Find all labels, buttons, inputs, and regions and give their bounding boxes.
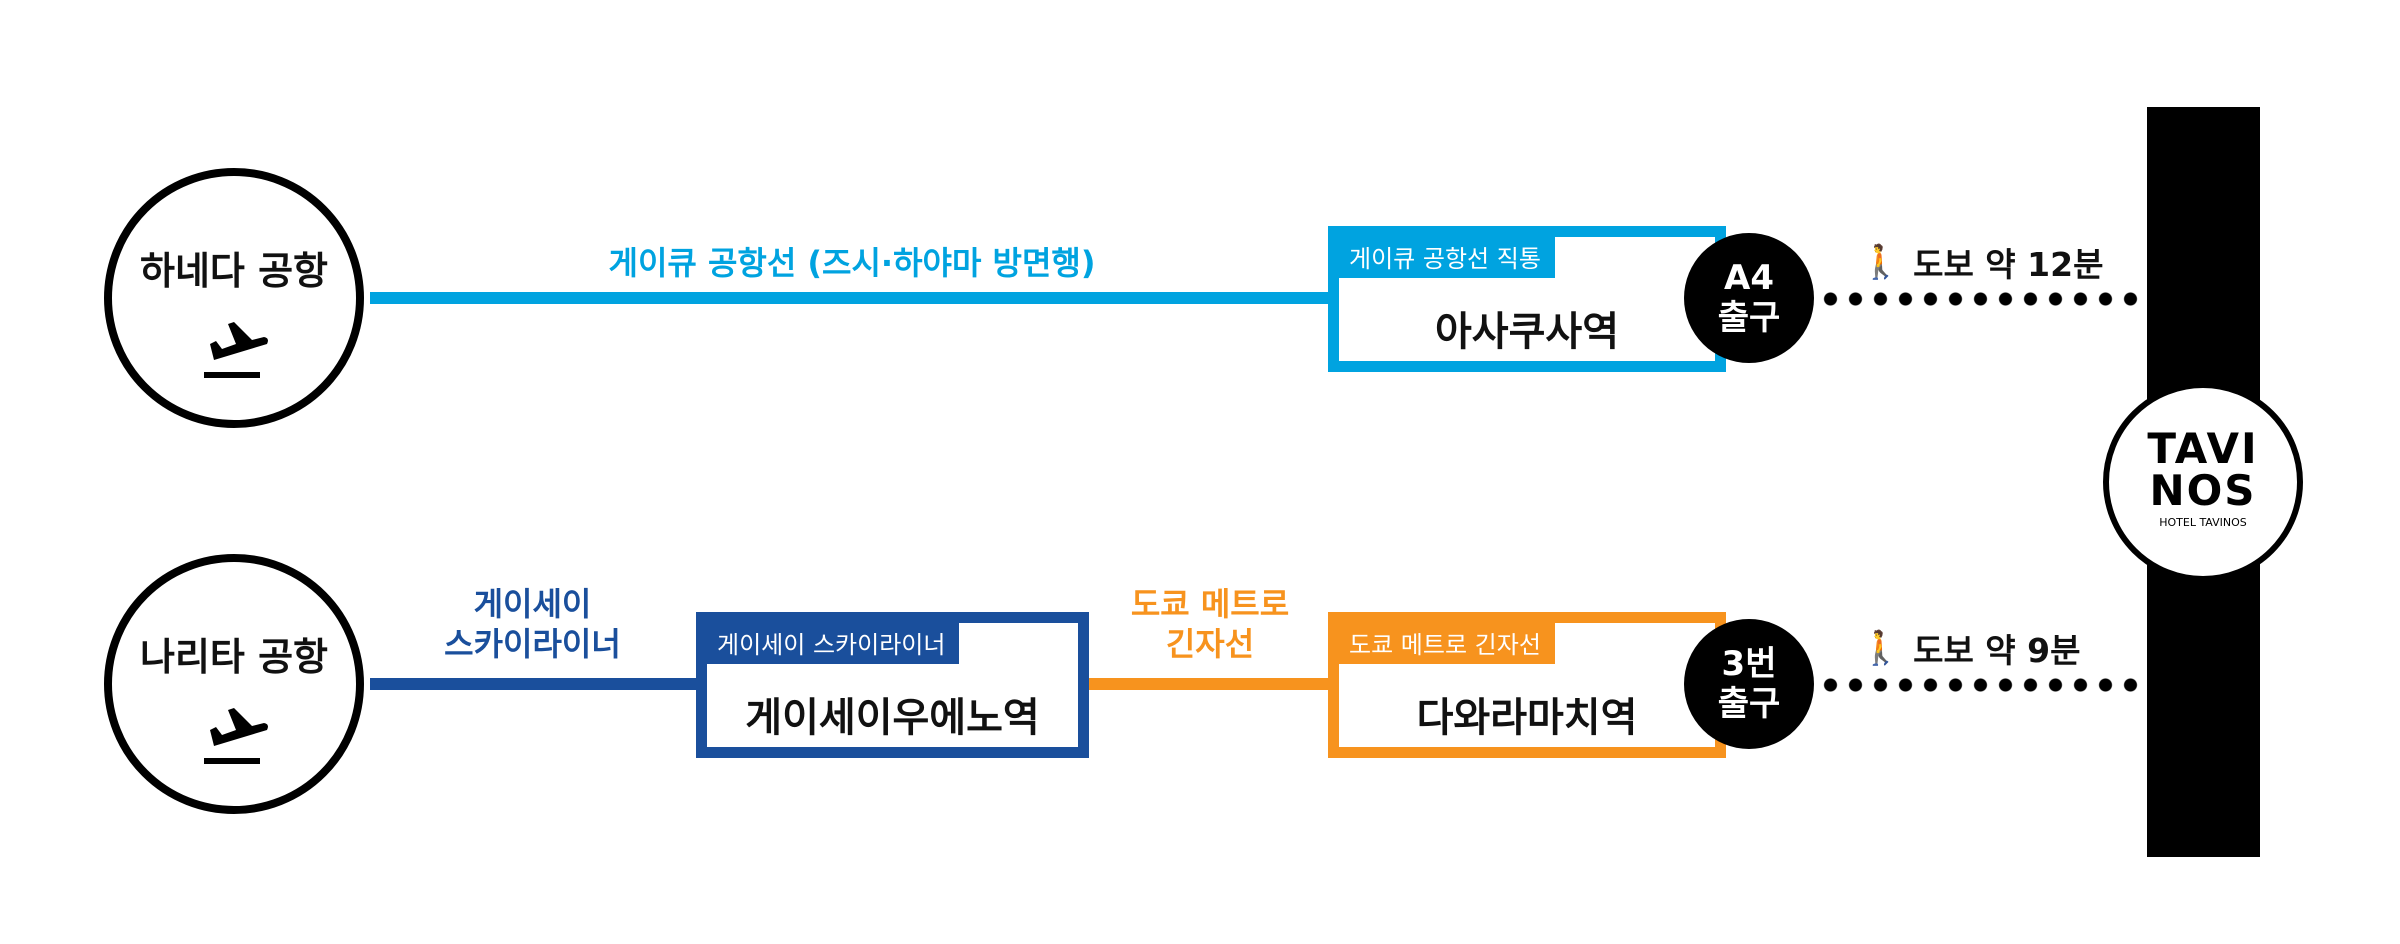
label-line-2: 긴자선 xyxy=(1165,625,1255,663)
exit-number: A4 xyxy=(1724,258,1774,298)
exit-label: 출구 xyxy=(1717,298,1781,338)
station-name: 게이세이우에노역 xyxy=(745,695,1040,741)
haneda-airport[interactable]: 하네다 공항 xyxy=(104,168,364,428)
tawaramachi-station-box[interactable]: 도쿄 메트로 긴자선 다와라마치역 xyxy=(1328,612,1726,758)
hotel-logo: TAVI NOS HOTEL TAVINOS xyxy=(2103,382,2303,582)
airport-name: 하네다 공항 xyxy=(139,249,329,293)
walking-path-dots xyxy=(1818,678,2148,692)
logo-text-2: NOS xyxy=(2149,466,2257,515)
walk-text: 도보 약 9분 xyxy=(1913,631,2081,670)
ginza-line xyxy=(1089,678,1334,690)
narita-airport[interactable]: 나리타 공항 xyxy=(104,554,364,814)
walking-person-icon: 🚶 xyxy=(1860,242,1902,281)
walk-time: 🚶 도보 약 9분 xyxy=(1860,624,2080,672)
airplane-departure-icon xyxy=(204,322,268,378)
walking-path-dots xyxy=(1818,292,2148,306)
station-name: 아사쿠사역 xyxy=(1435,309,1619,355)
walk-time: 🚶 도보 약 12분 xyxy=(1860,238,2103,286)
exit-badge-a4: A4 출구 xyxy=(1684,233,1814,363)
keikyu-line-label: 게이큐 공항선 (즈시·하야마 방면행) xyxy=(608,244,1096,282)
exit-number: 3번 xyxy=(1721,644,1777,684)
logo-subtitle: HOTEL TAVINOS xyxy=(2159,516,2247,529)
label-line-1: 게이세이 xyxy=(473,585,592,623)
ginza-line-label: 도쿄 메트로 긴자선 xyxy=(1100,584,1320,664)
keisei-line xyxy=(370,678,700,690)
station-tab: 게이세이 스카이라이너 xyxy=(707,623,960,664)
station-tab: 도쿄 메트로 긴자선 xyxy=(1339,623,1555,664)
keikyu-line xyxy=(370,292,1340,304)
exit-label: 출구 xyxy=(1717,684,1781,724)
airport-name: 나리타 공항 xyxy=(139,635,329,679)
keisei-line-label: 게이세이 스카이라이너 xyxy=(400,584,665,664)
label-line-2: 스카이라이너 xyxy=(444,625,621,663)
keisei-ueno-station-box[interactable]: 게이세이 스카이라이너 게이세이우에노역 xyxy=(696,612,1089,758)
label-line-1: 도쿄 메트로 xyxy=(1130,585,1290,623)
asakusa-station-box[interactable]: 게이큐 공항선 직통 아사쿠사역 xyxy=(1328,226,1726,372)
exit-badge-3: 3번 출구 xyxy=(1684,619,1814,749)
station-name: 다와라마치역 xyxy=(1416,695,1638,741)
airplane-departure-icon xyxy=(204,708,268,764)
logo-text-1: TAVI xyxy=(2147,424,2259,473)
station-tab: 게이큐 공항선 직통 xyxy=(1339,237,1555,278)
walk-text: 도보 약 12분 xyxy=(1913,245,2104,284)
walking-person-icon: 🚶 xyxy=(1860,628,1902,667)
